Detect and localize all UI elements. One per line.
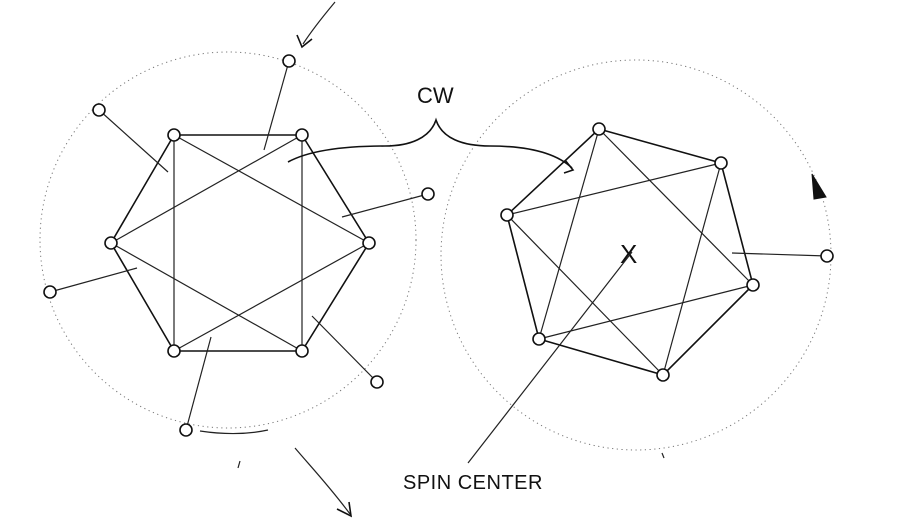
scan-mark [237,460,241,469]
cw-brace [287,117,573,169]
right-vertex [656,368,670,382]
left-outer-node [282,54,296,68]
rotation-arrow-top [296,1,336,49]
left-vertex [362,236,376,250]
left-vertex [104,236,118,250]
right-vertex [532,332,546,346]
left-outer-node [179,423,193,437]
left-outer-node [370,375,384,389]
right-outer-node [820,249,834,263]
spin-center-leader-line [467,251,633,464]
right-vertex [592,122,606,136]
left-outer-node [43,285,57,299]
left-vertex [167,128,181,142]
spin-center-label: SPIN CENTER [403,472,543,494]
rotation-direction-label: CW [417,83,454,108]
left-outer-node [421,187,435,201]
right-hexagon-structure [500,122,834,382]
left-vertex [295,344,309,358]
left-hexagon-structure [43,54,435,437]
right-vertex [746,278,760,292]
scan-mark [661,452,665,459]
right-vertex [714,156,728,170]
left-vertex [167,344,181,358]
rotation-arrowhead-right [811,173,827,200]
rotation-arrow-bottom [294,447,353,518]
left-vertex [295,128,309,142]
cw-brace-hook [563,159,575,174]
left-outer-node [92,103,106,117]
left-orbit-circle [39,51,417,429]
right-vertex [500,208,514,222]
orbit-arc-mark [199,429,269,435]
